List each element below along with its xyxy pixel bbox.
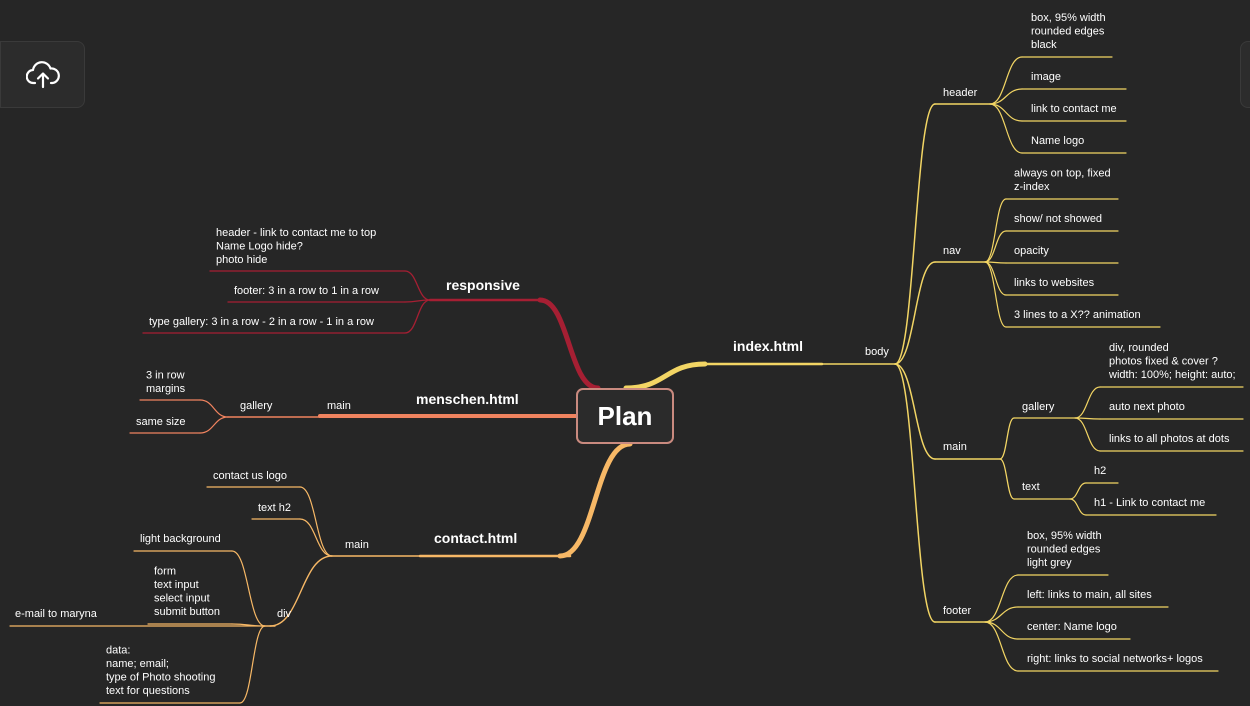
connector-line	[1069, 498, 1087, 516]
branch-line-index	[623, 361, 708, 391]
connector-line	[989, 103, 1023, 154]
node-contact-main[interactable]: main	[345, 539, 369, 551]
connector-line	[984, 621, 1019, 672]
connector-line	[984, 574, 1019, 623]
connector-line	[894, 261, 936, 365]
cloud-upload-icon	[25, 60, 60, 88]
branch-contact-html[interactable]: contact.html	[434, 530, 517, 546]
leaf-nav-2[interactable]: opacity	[1014, 245, 1049, 257]
leaf-nav-4[interactable]: 3 lines to a X?? animation	[1014, 309, 1141, 321]
node-main[interactable]: main	[943, 441, 967, 453]
branch-menschen-html[interactable]: menschen.html	[416, 391, 519, 407]
leaf-header-1[interactable]: image	[1031, 71, 1061, 83]
branch-line-contact	[557, 441, 633, 559]
leaf-gallery-2[interactable]: links to all photos at dots	[1109, 433, 1230, 445]
connector-line	[269, 555, 333, 627]
node-header[interactable]: header	[943, 87, 978, 99]
branch-index-html[interactable]: index.html	[733, 338, 803, 354]
connector-line	[999, 417, 1015, 460]
leaf-header-3[interactable]: Name logo	[1031, 135, 1084, 147]
leaf-text-0[interactable]: h2	[1094, 465, 1106, 477]
leaf-contact-div-0[interactable]: light background	[140, 533, 221, 545]
connector-line	[894, 363, 936, 460]
connector-line	[984, 621, 1019, 640]
node-gallery[interactable]: gallery	[1022, 401, 1055, 413]
side-panel-tab[interactable]	[1240, 41, 1250, 108]
leaf-responsive-2[interactable]: type gallery: 3 in a row - 2 in a row - …	[149, 316, 374, 328]
node-menschen-gallery[interactable]: gallery	[240, 400, 273, 412]
leaf-responsive-1[interactable]: footer: 3 in a row to 1 in a row	[234, 285, 379, 297]
connector-line	[404, 270, 431, 301]
connector-line	[894, 103, 936, 365]
leaf-footer-1[interactable]: left: links to main, all sites	[1027, 589, 1152, 601]
leaf-gallery-1[interactable]: auto next photo	[1109, 401, 1185, 413]
node-menschen-main[interactable]: main	[327, 400, 351, 412]
leaf-contact-0[interactable]: contact us logo	[213, 470, 287, 482]
leaf-contact-1[interactable]: text h2	[258, 502, 291, 514]
connector-line	[984, 261, 1007, 296]
leaf-contact-div-2[interactable]: e-mail to maryna	[15, 608, 98, 620]
connector-line	[1074, 386, 1101, 419]
connector-line	[984, 261, 1007, 328]
node-body[interactable]: body	[865, 346, 889, 358]
connector-line	[989, 103, 1023, 122]
connector-line	[299, 486, 333, 557]
connector-line	[1074, 417, 1101, 452]
node-footer[interactable]: footer	[943, 605, 971, 617]
connector-line	[999, 458, 1015, 500]
connector-line	[984, 230, 1007, 263]
connector-line	[989, 56, 1023, 105]
branch-responsive[interactable]: responsive	[446, 277, 520, 293]
connector-line	[199, 416, 229, 434]
connector-line	[231, 550, 266, 627]
connector-line	[404, 299, 431, 334]
connector-line	[989, 88, 1023, 105]
connector-line	[1069, 482, 1087, 500]
leaf-footer-2[interactable]: center: Name logo	[1027, 621, 1117, 633]
connector-line	[299, 518, 333, 557]
node-text[interactable]: text	[1022, 481, 1040, 493]
upload-button[interactable]	[0, 41, 85, 108]
leaf-footer-3[interactable]: right: links to social networks+ logos	[1027, 653, 1203, 665]
connector-line	[984, 198, 1007, 263]
leaf-header-2[interactable]: link to contact me	[1031, 103, 1117, 115]
connector-line	[239, 625, 266, 704]
leaf-menschen-1[interactable]: same size	[136, 416, 186, 428]
connector-line	[894, 363, 936, 623]
branch-line-responsive	[537, 297, 601, 391]
leaf-text-1[interactable]: h1 - Link to contact me	[1094, 497, 1205, 509]
connector-line	[199, 399, 229, 418]
leaf-nav-1[interactable]: show/ not showed	[1014, 213, 1102, 225]
connector-line	[984, 606, 1019, 623]
node-nav[interactable]: nav	[943, 245, 961, 257]
node-contact-div[interactable]: div	[277, 608, 292, 620]
root-node[interactable]: Plan	[576, 388, 674, 444]
leaf-nav-3[interactable]: links to websites	[1014, 277, 1095, 289]
